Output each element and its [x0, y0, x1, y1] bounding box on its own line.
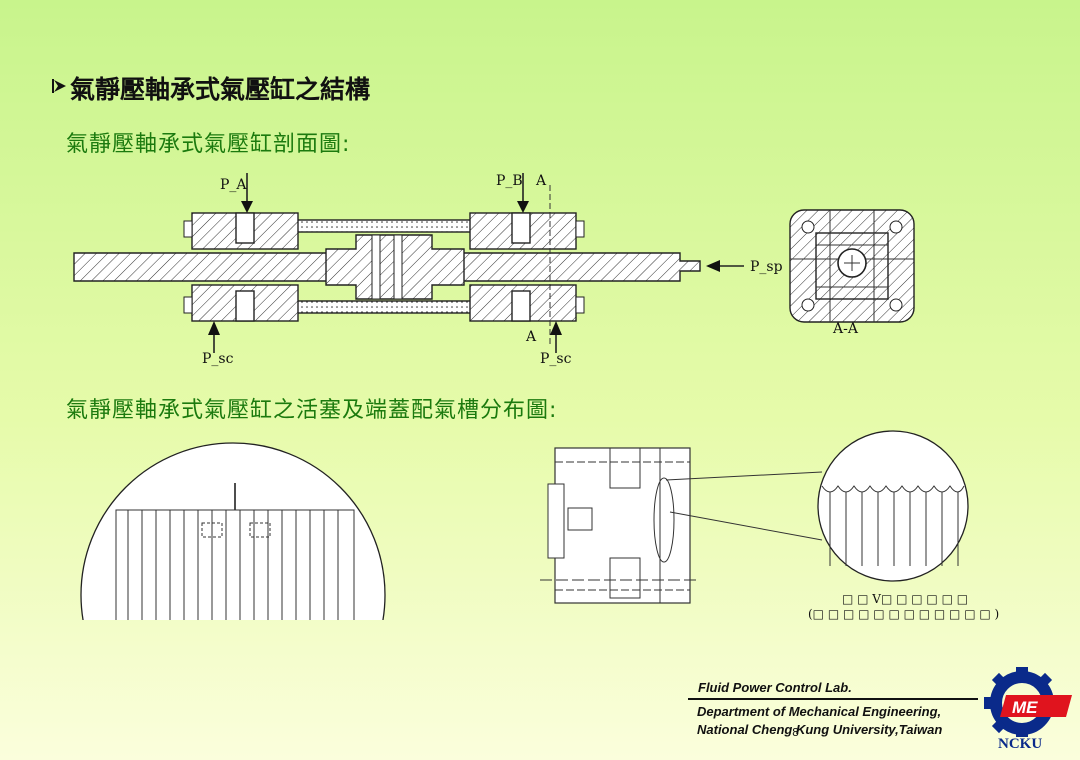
psc-left-arrow-icon: [208, 321, 220, 353]
label-psc-right: P_sc: [540, 351, 572, 367]
pb-arrow-icon: [517, 173, 529, 213]
arrow-bullet-icon: [52, 79, 66, 93]
label-section-aa: A-A: [832, 321, 859, 337]
lab-name: Fluid Power Control Lab.: [698, 680, 852, 695]
footer-underline: [688, 698, 978, 700]
label-section-a-bottom: A: [525, 329, 537, 345]
logo-text: ME: [1012, 698, 1038, 717]
psc-right-arrow-icon: [550, 321, 562, 353]
detail-caption-line2: (□ □ □ □ □ □ □ □ □ □ □ □ ): [808, 607, 999, 621]
section-heading-groove-distribution: 氣靜壓軸承式氣壓缸之活塞及端蓋配氣槽分布圖:: [66, 398, 558, 423]
university-name: National Cheng Kung University,Taiwan: [697, 722, 943, 737]
cylinder-cross-section-diagram: P_A P_B A A P_sc P_sc P_sp A-A: [73, 173, 915, 367]
detail-caption-line1: □ □ V□ □ □ □ □ □: [842, 592, 968, 606]
label-psc-left: P_sc: [202, 351, 234, 367]
label-psp: P_sp: [750, 259, 783, 275]
piston-groove-detail-diagram: [80, 442, 386, 620]
slide-title: 氣靜壓軸承式氣壓缸之結構: [70, 75, 371, 104]
label-pb: P_B: [496, 173, 523, 189]
me-gear-logo-icon: ME: [984, 667, 1072, 737]
pa-arrow-icon: [241, 173, 253, 213]
page-number: 8: [792, 726, 799, 739]
ncku-label: NCKU: [998, 736, 1043, 752]
section-heading-cross-section: 氣靜壓軸承式氣壓缸剖面圖:: [66, 132, 351, 157]
section-aa-view: A-A: [789, 209, 915, 337]
label-pa: P_A: [220, 177, 247, 193]
label-section-a-top: A: [535, 173, 547, 189]
end-cap-groove-diagram: □ □ V□ □ □ □ □ □ (□ □ □ □ □ □ □ □ □ □ □ …: [540, 430, 999, 621]
psp-arrow-icon: [706, 260, 744, 272]
department-name: Department of Mechanical Engineering,: [697, 704, 942, 719]
